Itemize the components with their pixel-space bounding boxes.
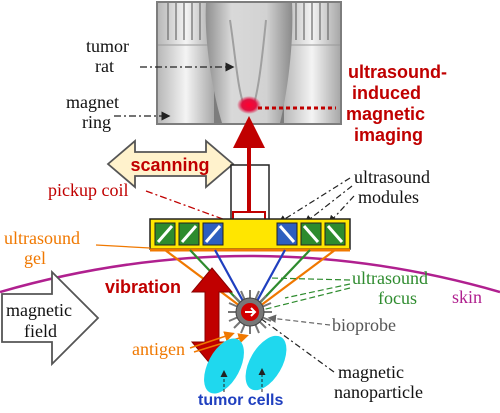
bioprobe — [228, 290, 272, 334]
label-antigen: antigen — [132, 339, 185, 359]
nanoparticle-pointer — [259, 317, 335, 373]
tumor-cells-pointers — [220, 368, 266, 392]
antigen-pointers — [189, 331, 249, 353]
label-pickup-coil: pickup coil — [48, 180, 128, 200]
skin-curve — [0, 254, 500, 294]
label-scanning: scanning — [130, 155, 209, 175]
tumor-glow — [237, 96, 261, 114]
focus-pointers — [261, 277, 351, 311]
scanning-arrow — [106, 139, 235, 189]
label-ultrasound-modules: ultrasound modules — [354, 167, 435, 207]
label-skin: skin — [452, 287, 482, 307]
gel-pointer — [95, 244, 151, 249]
label-tumor-cells: tumor cells — [198, 392, 283, 409]
magnetic-field-arrow — [1, 269, 100, 367]
label-ultrasound-gel: ultrasound gel — [4, 228, 85, 268]
modules-pointers — [277, 177, 355, 224]
label-bioprobe: bioprobe — [332, 315, 396, 335]
label-ultrasound-focus: ultrasound focus — [352, 268, 433, 308]
tumor-cells — [204, 335, 287, 394]
label-magnetic-nanoparticle: magnetic nanoparticle — [334, 362, 423, 402]
pickup-coil-pointer — [145, 190, 232, 223]
label-magnetic-field: magnetic field — [6, 300, 76, 341]
label-vibration: vibration — [105, 277, 181, 297]
ultrasound-modules-bar — [149, 218, 351, 252]
rat-photo — [156, 1, 342, 125]
label-umi: ultrasound- induced magnetic imaging — [346, 62, 452, 145]
bioprobe-pointer — [267, 314, 331, 326]
